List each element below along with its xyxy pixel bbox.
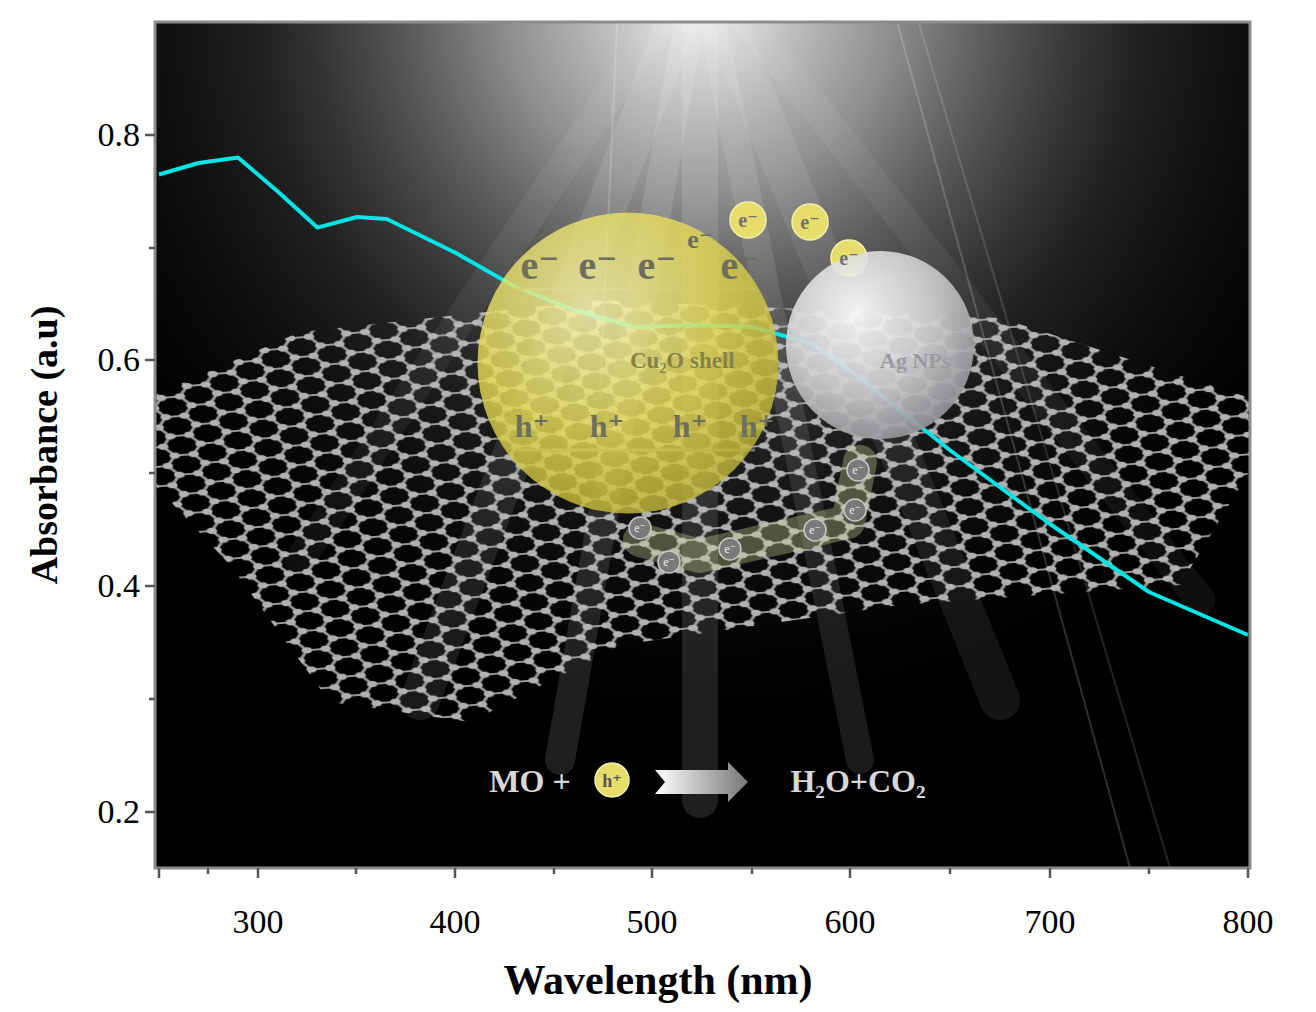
tick-label: 0.6 [98,343,141,377]
tick-label: 300 [233,905,284,939]
node-label: Ag NPs [880,350,950,372]
electron-label: e⁻ [687,227,712,253]
tick-label: 800 [1223,905,1274,939]
electron-label: e⁻ [634,522,646,534]
electron-label: e⁻ [721,246,760,286]
tick-label: 500 [627,905,678,939]
tick-label: 0.8 [98,118,141,152]
electron-label: e⁻ [521,246,560,286]
tick-label: 0.2 [98,795,141,829]
hole-label: h⁺ [590,410,625,442]
tick-label: 0.4 [98,569,141,603]
hole-label: h⁺ [673,410,708,442]
electron-label: e⁻ [663,556,675,568]
electron-label: e⁻ [852,464,864,476]
node-label: Cu₂O shell [630,349,735,372]
tick-label: 400 [430,905,481,939]
electron-bubble-label: e⁻ [839,248,858,268]
hole-label: h⁺ [515,410,550,442]
ag-nanoparticle-sphere: Ag NPs [785,250,975,440]
electron-label: e⁻ [638,246,677,286]
sphere-outline [785,250,975,440]
reaction-text: MO + [489,765,570,797]
electron-label: e⁻ [724,543,736,555]
electron-label: e⁻ [809,524,821,536]
reaction-text: H₂O+CO₂ [790,765,925,797]
electron-label: e⁻ [579,246,618,286]
tick-label: 600 [825,905,876,939]
axis-title: Absorbance (a.u) [25,306,63,585]
electron-bubble-label: e⁻ [738,210,757,230]
hole-label: h⁺ [740,410,775,442]
tick-label: 700 [1025,905,1076,939]
electron-bubble-label: e⁻ [800,212,819,232]
axis-title: Wavelength (nm) [503,959,812,1001]
electron-label: e⁻ [849,504,861,516]
hole-bubble-label: h⁺ [602,772,622,790]
